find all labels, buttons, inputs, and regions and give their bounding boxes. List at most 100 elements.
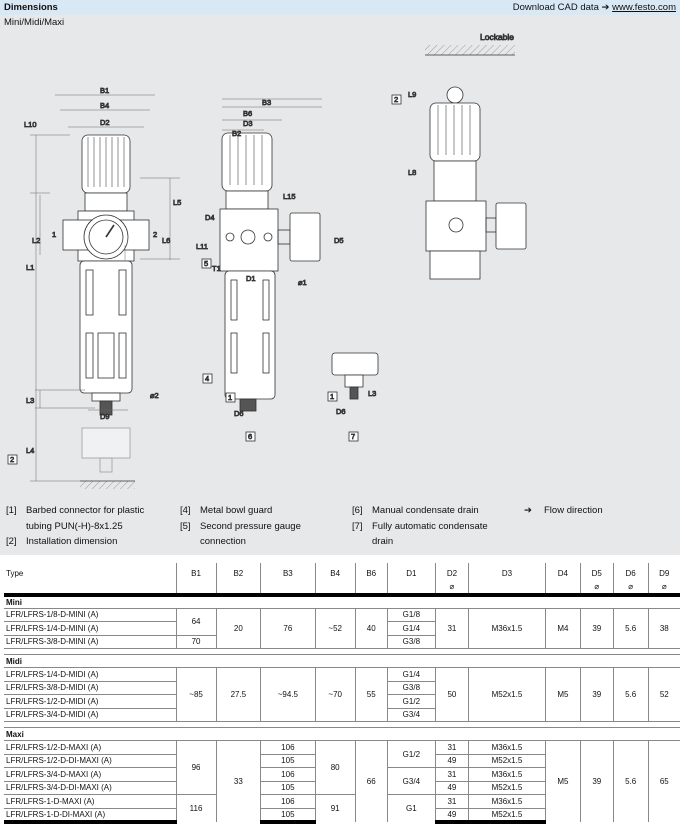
dim-d6: D6 <box>234 409 244 418</box>
cad-download: Download CAD data ➔ www.festo.com <box>513 2 676 13</box>
column-header: B1 <box>175 563 217 597</box>
callout-2: 2 <box>10 455 14 464</box>
value-cell: 31 <box>434 607 469 649</box>
value-cell: 66 <box>354 740 388 822</box>
value-cell: M5 <box>544 740 581 822</box>
value-cell: 64 <box>175 607 217 635</box>
value-cell: G1/2 <box>386 740 436 768</box>
type-cell: LFR/LFRS-1/2-D-DI-MAXI (A) <box>4 753 176 768</box>
callout-1-side: 1 <box>228 393 232 402</box>
dim-l5: L5 <box>173 198 181 207</box>
value-cell: 70 <box>175 634 217 649</box>
column-header-label: D5 <box>591 569 602 578</box>
dim-l4: L4 <box>26 446 34 455</box>
section-header: Dimensions Download CAD data ➔ www.festo… <box>0 0 680 15</box>
dim-l3: L3 <box>26 396 34 405</box>
column-header: D3 <box>467 563 546 597</box>
type-cell: LFR/LFRS-1/4-D-MINI (A) <box>4 621 176 635</box>
value-cell: G3/8 <box>386 634 436 649</box>
type-cell: LFR/LFRS-1-D-MAXI (A) <box>4 794 176 808</box>
value-cell: 106 <box>260 794 316 808</box>
value-cell: M4 <box>544 607 581 649</box>
value-cell: 5.6 <box>612 607 649 649</box>
value-cell: 96 <box>175 740 217 795</box>
column-header-label: B4 <box>330 569 341 578</box>
value-cell: ~52 <box>314 607 356 649</box>
legend-num: [2] <box>6 536 17 547</box>
dim-d3: D3 <box>243 119 253 128</box>
legend-text: connection <box>200 536 246 547</box>
value-cell: M5 <box>544 667 581 722</box>
legend-col-4: ➔Flow direction <box>524 503 603 519</box>
value-cell: M52x1.5 <box>467 780 546 795</box>
legend-text: Metal bowl guard <box>200 505 273 516</box>
dim-l9: L9 <box>408 90 416 99</box>
type-cell: LFR/LFRS-3/8-D-MIDI (A) <box>4 680 176 695</box>
column-header-label: D9 <box>659 569 670 578</box>
table-row: LFR/LFRS-1/4-D-MINI (A) G1/4 <box>4 621 680 635</box>
dim-d5: D5 <box>334 236 344 245</box>
value-cell: 40 <box>354 607 388 649</box>
group-label: Midi <box>4 654 680 668</box>
value-cell: G1 <box>386 794 436 822</box>
dim-l1: L1 <box>26 263 34 272</box>
variant-subtitle: Mini/Midi/Maxi <box>4 17 65 28</box>
dim-d9: D9 <box>100 412 110 421</box>
value-cell: 52 <box>647 667 680 722</box>
group-row: Midi <box>4 654 680 668</box>
value-cell: G1/8 <box>386 607 436 622</box>
column-header: D2⌀ <box>434 563 469 597</box>
value-cell: 38 <box>647 607 680 649</box>
legend-num: [7] <box>352 520 363 532</box>
legend-text: Manual condensate drain <box>372 505 479 516</box>
value-cell: 91 <box>314 794 356 822</box>
value-cell: 27.5 <box>215 667 261 722</box>
dim-d2: D2 <box>100 118 110 127</box>
value-cell: 5.6 <box>612 667 649 722</box>
dim-l15: L15 <box>283 192 296 201</box>
legend-text: tubing PUN(-H)-8x1.25 <box>26 520 123 532</box>
dim-l6: L6 <box>162 236 170 245</box>
legend-text: Second pressure gauge <box>200 520 301 532</box>
legend-num: [5] <box>180 520 191 532</box>
dim-b6: B6 <box>243 109 252 118</box>
column-header-label: B1 <box>191 569 201 578</box>
column-header: D4 <box>544 563 581 597</box>
dim-d6-drain: D6 <box>336 407 346 416</box>
column-header: B6 <box>354 563 388 597</box>
column-header-label: B3 <box>282 569 293 578</box>
legend-col-2: [4] Metal bowl guard [5] Second pressure g… <box>180 503 301 550</box>
column-header: Type <box>4 563 176 597</box>
dim-b1: B1 <box>100 86 109 95</box>
value-cell: ~70 <box>314 667 356 722</box>
value-cell: M52x1.5 <box>467 807 546 824</box>
dim-b4: B4 <box>100 101 109 110</box>
type-cell: LFR/LFRS-1/2-D-MAXI (A) <box>4 740 176 754</box>
value-cell: 39 <box>579 667 614 722</box>
column-header-label: Type <box>6 569 24 578</box>
festo-link[interactable]: www.festo.com <box>612 2 676 13</box>
legend-num: [6] <box>352 505 363 516</box>
legend-num: [1] <box>6 505 17 516</box>
value-cell: M36x1.5 <box>467 767 546 781</box>
type-cell: LFR/LFRS-1/8-D-MINI (A) <box>4 607 176 622</box>
legend-num: [4] <box>180 505 191 516</box>
column-header: D6⌀ <box>612 563 649 597</box>
callout-2-lock: 2 <box>394 95 398 104</box>
group-label: Mini <box>4 594 680 608</box>
type-cell: LFR/LFRS-1/2-D-MIDI (A) <box>4 694 176 708</box>
dim-l2: L2 <box>32 236 40 245</box>
legend-col-3: [6]Manual condensate drain [7]Fully auto… <box>352 503 488 550</box>
callout-7: 7 <box>351 432 355 441</box>
diameter-symbol: ⌀ <box>661 582 667 591</box>
dim-b3: B3 <box>262 98 271 107</box>
value-cell: 80 <box>314 740 356 795</box>
dim-l11: L11 <box>196 242 208 251</box>
flow-arrow-icon: ➔ <box>524 505 532 516</box>
dim-l10: L10 <box>24 120 37 129</box>
value-cell: G1/4 <box>386 621 436 635</box>
